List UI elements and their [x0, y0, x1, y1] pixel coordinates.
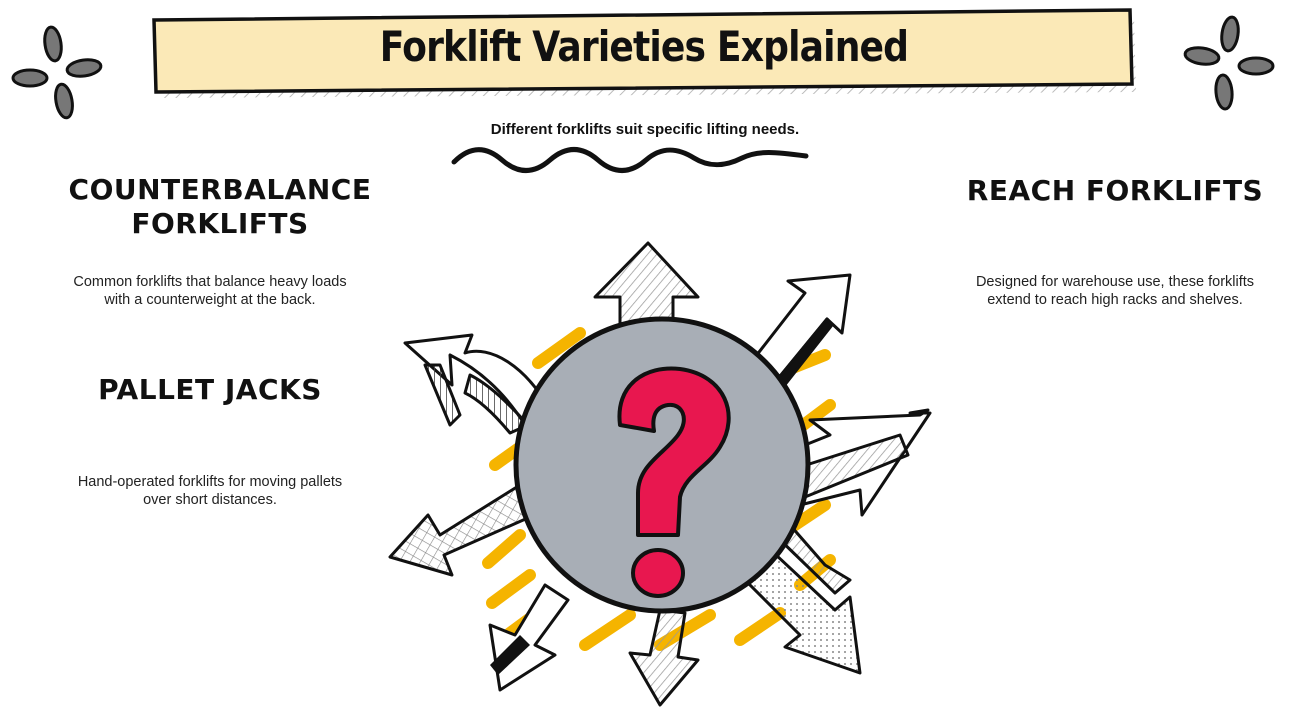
subtitle: Different forklifts suit specific liftin… [490, 121, 800, 138]
counterbalance-heading: Counterbalance Forklifts [40, 173, 400, 241]
reach-forklifts-heading: Reach Forklifts [966, 174, 1264, 207]
counterbalance-desc-line1: Common forklifts that balance heavy load… [73, 274, 347, 290]
question-mark-icon [617, 366, 731, 598]
reach-desc-line1: Designed for warehouse use, these forkli… [975, 274, 1255, 290]
counterbalance-heading-line1: Counterbalance [68, 173, 372, 206]
central-burst-illustration: ? [388, 241, 932, 707]
counterbalance-description: Common forklifts that balance heavy load… [30, 273, 390, 309]
pallet-desc-line2: over short distances. [143, 492, 277, 508]
page-title: Forklift Varieties Explained [379, 22, 909, 71]
arrow-down-left-icon [388, 483, 532, 577]
squiggle-divider [451, 147, 809, 173]
reach-forklifts-description: Designed for warehouse use, these forkli… [935, 273, 1289, 309]
petal-ornament-left-icon [11, 25, 103, 120]
counterbalance-desc-line2: with a counterweight at the back. [104, 292, 316, 308]
reach-desc-line2: extend to reach high racks and shelves. [987, 292, 1243, 308]
pallet-jacks-heading: Pallet Jacks [98, 373, 322, 406]
title-banner [152, 8, 1136, 98]
arrow-left-icon [403, 333, 552, 427]
arrow-bottom-icon [628, 608, 700, 707]
petal-ornament-right-icon [1183, 15, 1275, 111]
pallet-desc-line1: Hand-operated forklifts for moving palle… [77, 474, 343, 490]
counterbalance-heading-line2: Forklifts [131, 207, 309, 240]
pallet-jacks-description: Hand-operated forklifts for moving palle… [30, 473, 390, 509]
